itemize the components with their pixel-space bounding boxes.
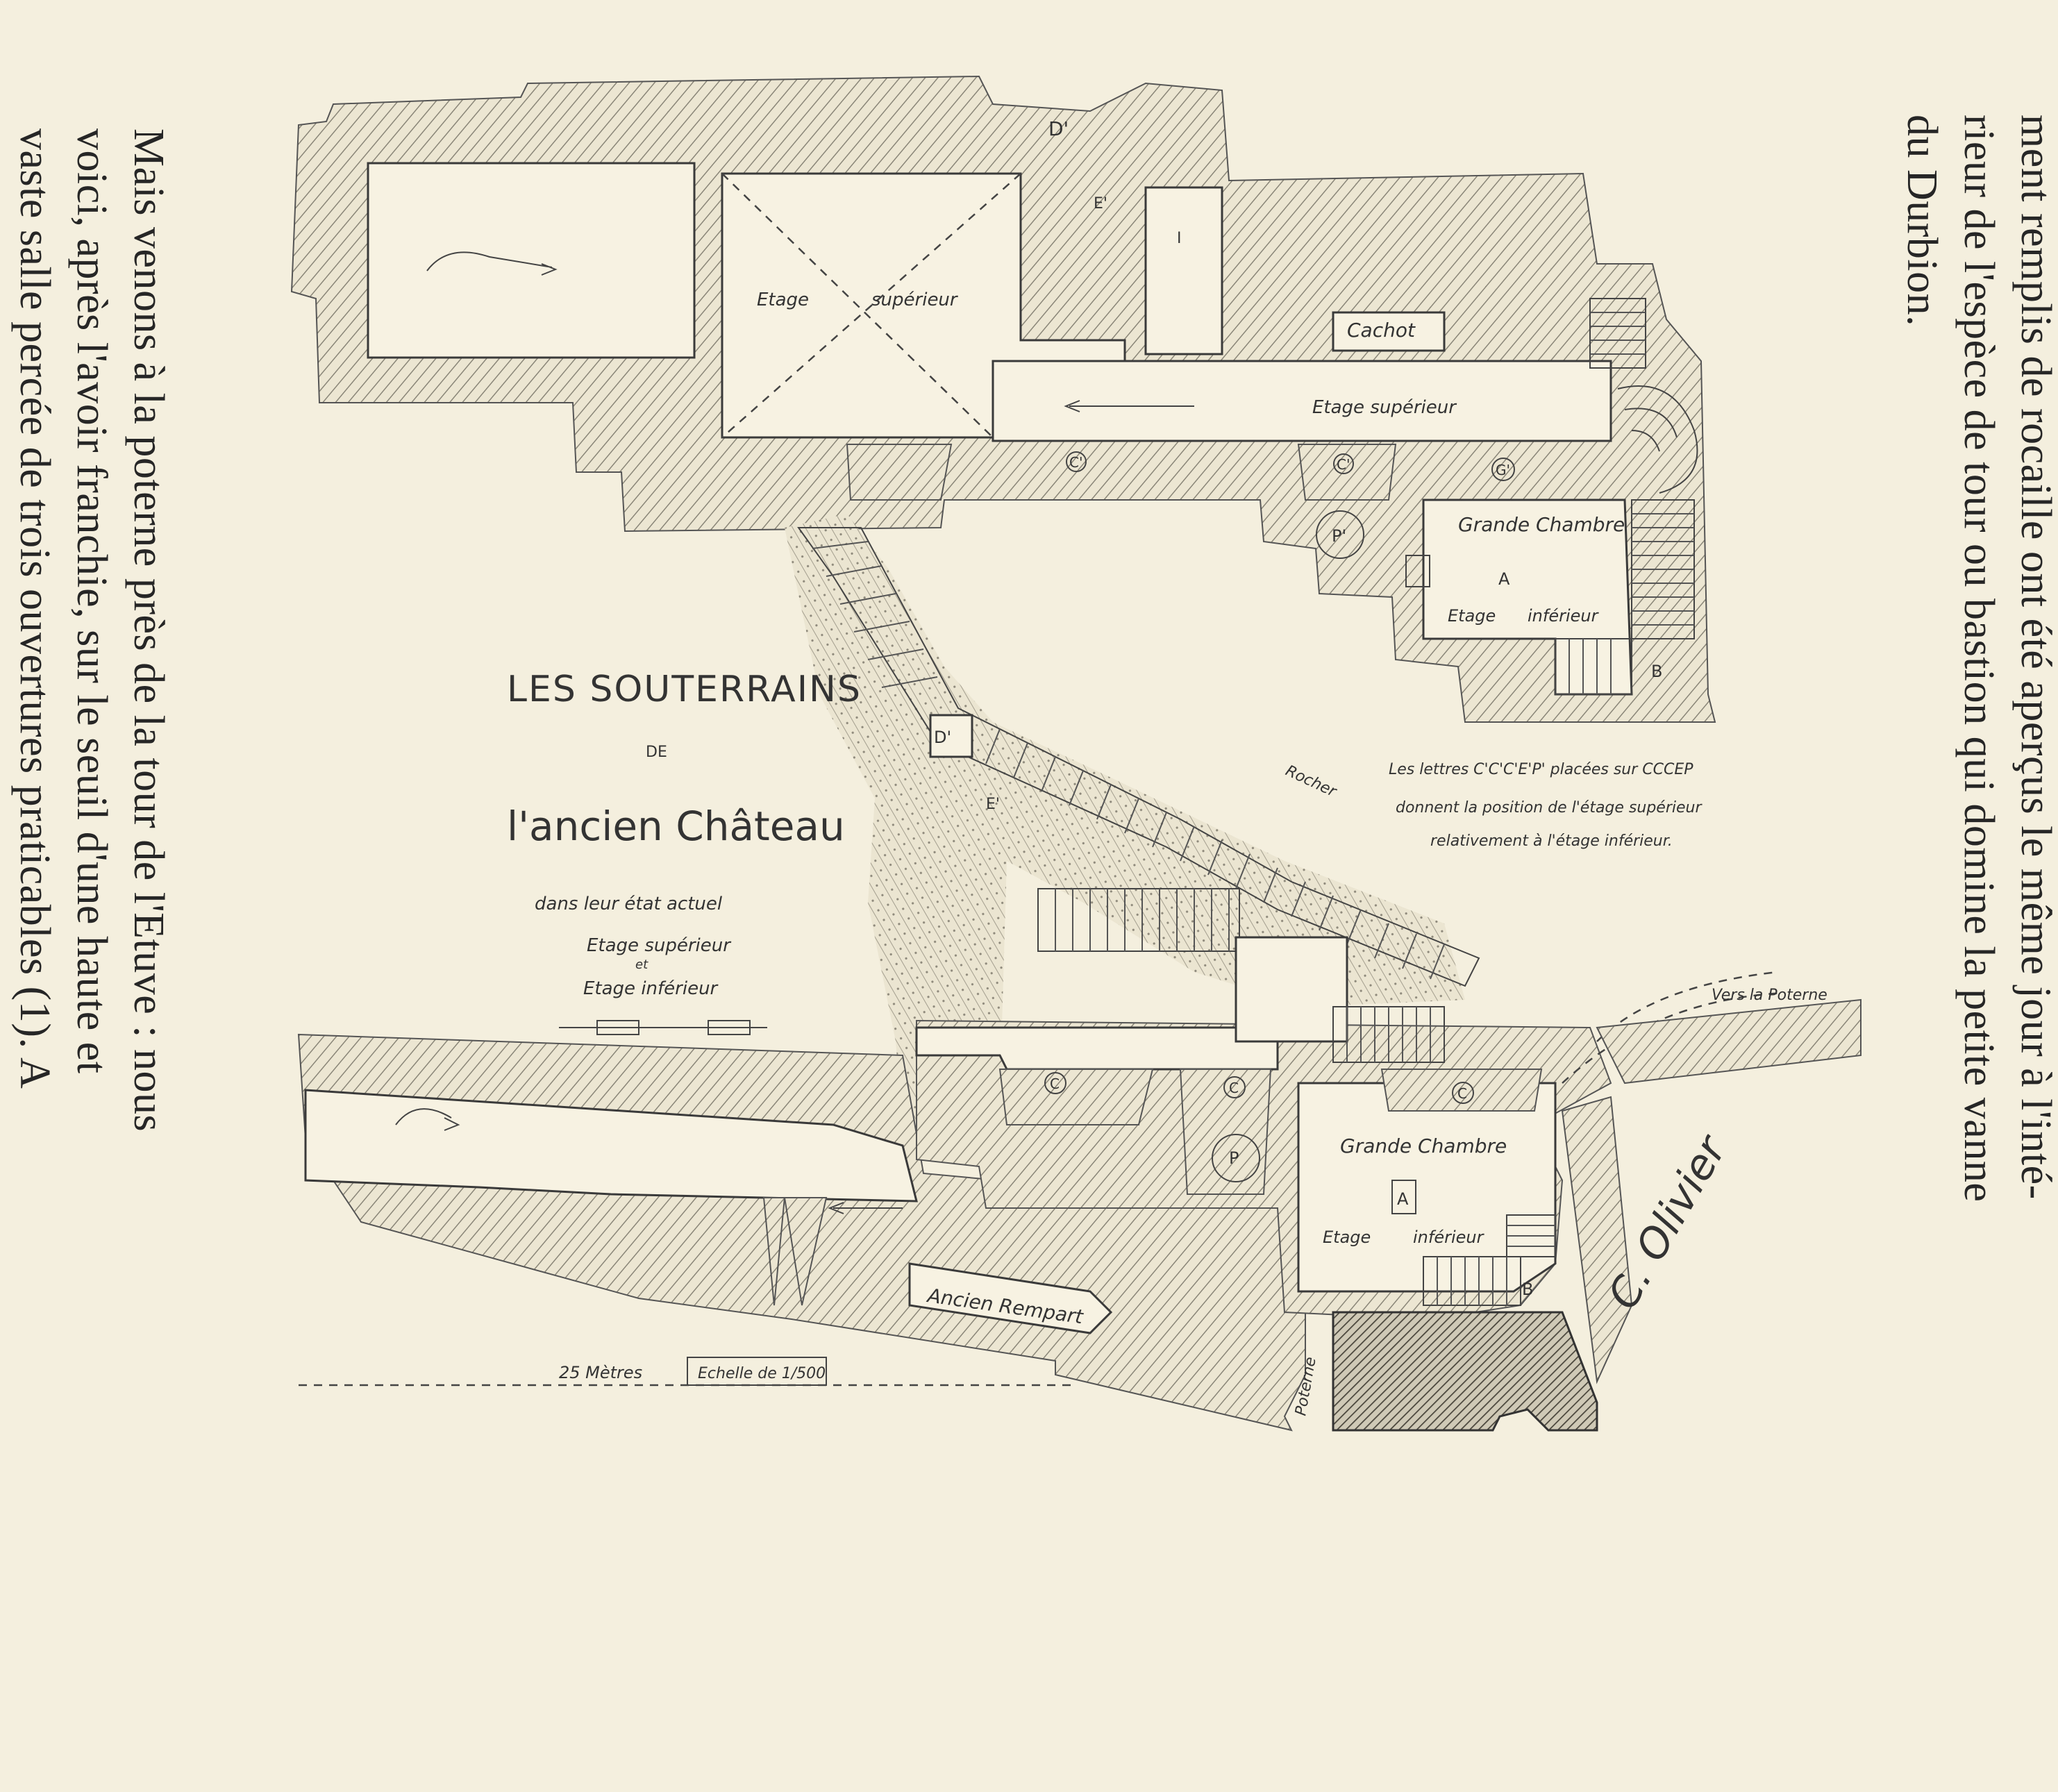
text-line: voici, après l'avoir franchie, sur le se… [68, 128, 115, 1074]
lower-vestibule [1235, 936, 1348, 1043]
label-corridor: Etage supérieur [1312, 397, 1457, 418]
rampart-buttress [783, 1197, 828, 1306]
letter-E: E' [1094, 195, 1107, 212]
arrow-icon [828, 1202, 903, 1214]
vault-diagonal [721, 173, 1021, 438]
lower-level-plan: Ancien Rempart [297, 936, 1862, 1432]
rampart-buttress [762, 1197, 786, 1306]
lower-tower-masonry [1332, 1311, 1598, 1432]
label-etage: Etage [1448, 606, 1496, 626]
letter-P: P' [1332, 526, 1346, 546]
arrow-icon [426, 251, 558, 276]
plan-title-block: LES SOUTERRAINS DE l'ancien Château dans… [507, 669, 862, 1035]
legend-line: Etage supérieur [587, 935, 732, 956]
title-sub: l'ancien Château [507, 803, 845, 850]
marker-box [1405, 555, 1430, 587]
poterne-wall [1596, 998, 1862, 1085]
lower-right-stairs [1423, 1214, 1556, 1306]
arrow-icon [1064, 400, 1194, 412]
note-line: Les lettres C'C'C'E'P' placées sur CCCEP [1389, 761, 1693, 778]
scale-ratio: Echelle de 1/500 [698, 1365, 826, 1382]
legend-line: dans leur état actuel [535, 894, 723, 914]
cell-D [929, 714, 973, 758]
letter-C: C [1457, 1085, 1467, 1102]
title-de: DE [646, 744, 667, 761]
pillar [1380, 1069, 1543, 1112]
letter-C: C' [1337, 456, 1350, 473]
scale-ratio-box [687, 1357, 827, 1386]
pillar [1297, 444, 1397, 501]
marker-circle [1491, 458, 1515, 481]
letter-D: D' [934, 728, 951, 747]
label-superieur: supérieur [871, 290, 959, 310]
side-wall [1561, 1096, 1633, 1384]
letter-A: A [1397, 1189, 1409, 1209]
label-inferieur: inférieur [1528, 606, 1600, 626]
letter-P: P [1229, 1148, 1239, 1168]
lower-mid-stairs [1332, 1006, 1445, 1063]
letter-G: G' [1496, 462, 1510, 478]
pillar [1179, 1069, 1272, 1195]
letter-A: A [1498, 569, 1510, 589]
pillar [846, 444, 953, 501]
marker-circle [1333, 453, 1354, 474]
label-cachot: Cachot [1347, 319, 1416, 342]
marker-circle [1212, 1134, 1260, 1182]
legend-line: et [635, 957, 649, 972]
letter-I: I [1177, 230, 1182, 247]
letter-C: C' [1069, 454, 1082, 471]
ancien-rempart-label-box [908, 1262, 1113, 1334]
text-line: du Durbion. [1898, 115, 1946, 327]
note-line: relativement à l'étage inférieur. [1430, 832, 1673, 850]
label-grande-chambre: Grande Chambre [1458, 513, 1625, 536]
marker-circle [1223, 1076, 1246, 1098]
path-to-poterne [1562, 991, 1785, 1084]
middle-staircase [1037, 888, 1240, 952]
label-etage: Etage [757, 290, 809, 310]
marker-circle [1452, 1082, 1474, 1104]
scanned-book-page: ment remplis de rocaille ont été aperçus… [11, 75, 2058, 1432]
body-text-left-column: Mais venons à la poterne près de la tour… [0, 0, 172, 1792]
upper-level-plan: Etage supérieur Cachot Etage supérieur G… [290, 75, 1716, 723]
chamber-I [1144, 186, 1223, 355]
label-grande-chambre: Grande Chambre [1340, 1134, 1507, 1157]
body-text-right-column: ment remplis de rocaille ont été aperçus… [1887, 0, 2058, 1778]
text-line: vaste salle percée de trois ouvertures p… [11, 128, 58, 1089]
spiral-staircase [1617, 385, 1698, 494]
label-rocher: Rocher [1282, 762, 1339, 801]
legend-line: Etage inférieur [583, 978, 719, 999]
label-vers-la-poterne: Vers la Poterne [1712, 987, 1827, 1004]
marker-box [1391, 1180, 1416, 1214]
title-main: LES SOUTERRAINS [507, 669, 862, 710]
arrow-icon [395, 1108, 460, 1131]
letter-D: D' [1048, 117, 1069, 140]
cachot-room [1332, 311, 1446, 352]
letter-E: E' [986, 796, 1000, 813]
upper-right-stairs [1555, 298, 1695, 695]
upper-left-room [367, 162, 696, 359]
note-line: donnent la position de l'étage supérieur [1396, 799, 1703, 817]
letter-C: C [1050, 1075, 1060, 1092]
marker-circle [1044, 1072, 1066, 1094]
pillar [998, 1069, 1154, 1125]
marker-circle [1316, 510, 1364, 559]
letter-C: C [1229, 1080, 1239, 1096]
lower-grande-chambre [1297, 1082, 1557, 1293]
text-line: Mais venons à la poterne près de la tour… [125, 128, 172, 1132]
legend-symbol [559, 1020, 767, 1035]
scale-label: 25 Mètres [559, 1363, 642, 1382]
marker-circle [1066, 451, 1087, 472]
vault-diagonal [721, 173, 994, 438]
label-etage: Etage [1323, 1228, 1371, 1247]
castle-underground-floor-plan: Etage supérieur Cachot Etage supérieur G… [290, 75, 1862, 1432]
label-inferieur: inférieur [1413, 1228, 1485, 1247]
text-line: rieur de l'espèce de tour ou bastion qui… [1955, 115, 2002, 1203]
upper-corridor [992, 360, 1612, 442]
letter-B: B [1522, 1280, 1533, 1299]
text-line: ment remplis de rocaille ont été aperçus… [2012, 115, 2058, 1200]
letter-B: B [1651, 662, 1662, 681]
